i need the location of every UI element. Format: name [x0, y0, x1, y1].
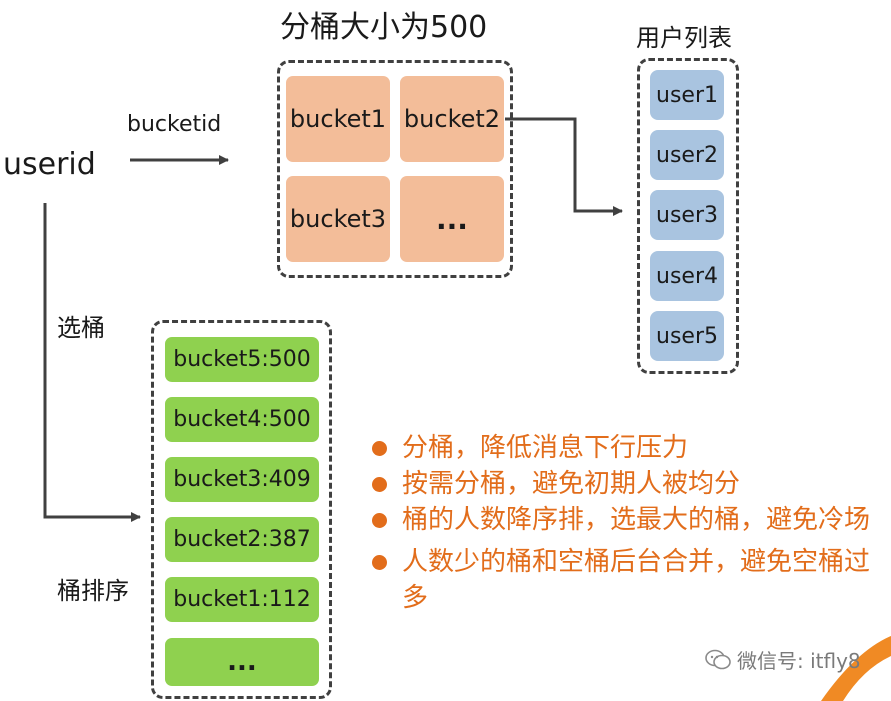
user-item: user2: [650, 130, 724, 180]
bullet-item: 人数少的桶和空桶后台合并，避免空桶过多: [368, 544, 888, 616]
user-item: user1: [650, 70, 724, 120]
user-item: user4: [650, 251, 724, 301]
bullet-text: 桶的人数降序排，选最大的桶，避免冷场: [402, 505, 871, 535]
bucketid-label: bucketid: [127, 112, 222, 137]
corner-accent-decoration: [821, 636, 891, 701]
bullet-dot-icon: [372, 441, 387, 456]
bullet-dot-icon: [372, 555, 387, 570]
bucket-sort-label: 桶排序: [57, 577, 129, 605]
sorted-bucket-item: ...: [165, 638, 319, 686]
bullet-text: 人数少的桶和空桶后台合并，避免空桶过多: [402, 547, 871, 613]
bucket-cell: bucket3: [286, 176, 390, 262]
bullet-text: 按需分桶，避免初期人被均分: [402, 469, 741, 499]
bullet-item: 分桶，降低消息下行压力: [368, 430, 888, 466]
sorted-bucket-item: bucket1:112: [165, 577, 319, 622]
bucket-grid-container: [277, 60, 513, 278]
bucket-size-title: 分桶大小为500: [280, 10, 488, 45]
sorted-bucket-container: [151, 320, 332, 699]
user-list-container: [637, 58, 739, 374]
userid-label: userid: [3, 147, 96, 182]
bullet-item: 按需分桶，避免初期人被均分: [368, 466, 888, 502]
wechat-icon: [705, 649, 731, 669]
user-item: user3: [650, 190, 724, 240]
bullet-dot-icon: [372, 513, 387, 528]
bucket2-to-user3-arrow: [505, 117, 623, 216]
bucket-cell: bucket1: [286, 76, 390, 162]
user-list-title: 用户列表: [636, 24, 732, 52]
watermark-text: 微信号: itfly8: [737, 649, 861, 673]
bucket-cell: ...: [400, 176, 504, 262]
sorted-bucket-item: bucket2:387: [165, 517, 319, 562]
user-item: user5: [650, 311, 724, 361]
bullet-list: 分桶，降低消息下行压力 按需分桶，避免初期人被均分 桶的人数降序排，选最大的桶，…: [368, 430, 888, 616]
choose-bucket-label: 选桶: [57, 314, 105, 342]
bullet-text: 分桶，降低消息下行压力: [402, 433, 689, 463]
bullet-item: 桶的人数降序排，选最大的桶，避免冷场: [368, 502, 888, 538]
bullet-dot-icon: [372, 477, 387, 492]
sorted-bucket-item: bucket4:500: [165, 397, 319, 442]
userid-to-sorted-arrow: [43, 203, 141, 522]
sorted-bucket-item: bucket5:500: [165, 337, 319, 382]
bucket-cell: bucket2: [400, 76, 504, 162]
watermark: 微信号: itfly8: [705, 645, 861, 674]
sorted-bucket-item: bucket3:409: [165, 457, 319, 502]
